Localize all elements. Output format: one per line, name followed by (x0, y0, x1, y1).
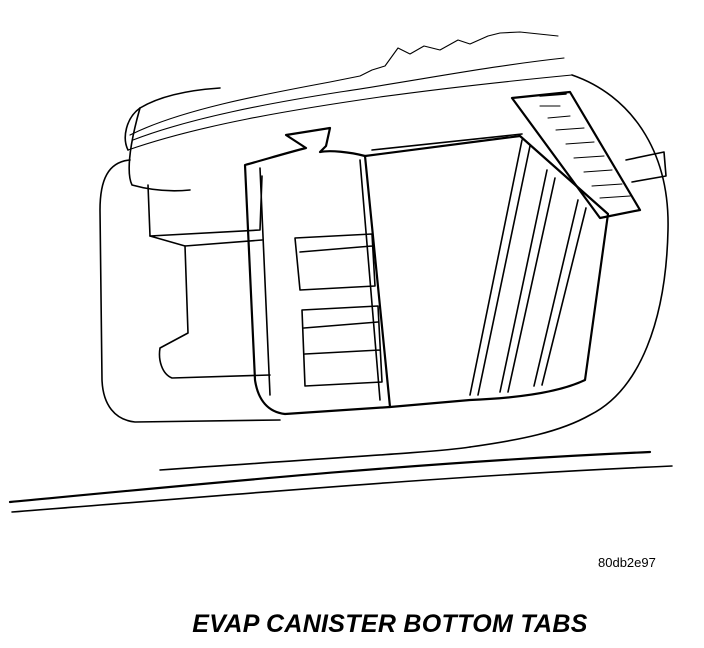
panel-lip (124, 87, 221, 151)
panel-upper-edge-lower (127, 74, 573, 151)
housing-right-rib-3 (533, 199, 587, 387)
housing-right (363, 134, 610, 409)
tab-slot-upper (294, 233, 376, 291)
housing-left-edge (184, 239, 263, 247)
ribbed-connector (510, 90, 642, 220)
tab-slot-lower (301, 305, 383, 387)
body-outline (128, 107, 191, 192)
housing-left (99, 159, 281, 423)
floor-curve (159, 446, 471, 471)
housing-left-step (149, 235, 271, 379)
evap-canister-illustration (8, 31, 673, 513)
floor-line-2 (11, 465, 673, 513)
floor-line-1 (8, 450, 652, 504)
housing-right-rib-2 (499, 169, 556, 393)
body-right-curve (469, 74, 669, 448)
housing-right-top-lip (371, 133, 523, 151)
panel-upper-edge-inner (132, 57, 565, 141)
bottom-tab-front-inner (259, 159, 381, 401)
ribbed-connector-face (539, 93, 667, 183)
reference-code: 80db2e97 (598, 555, 656, 570)
panel-upper-edge (129, 31, 559, 136)
bottom-tab-front (243, 126, 392, 416)
ribbed-connector-ribs (539, 105, 631, 199)
figure-caption: EVAP CANISTER BOTTOM TABS (192, 610, 588, 638)
housing-right-rib-1 (469, 139, 531, 396)
